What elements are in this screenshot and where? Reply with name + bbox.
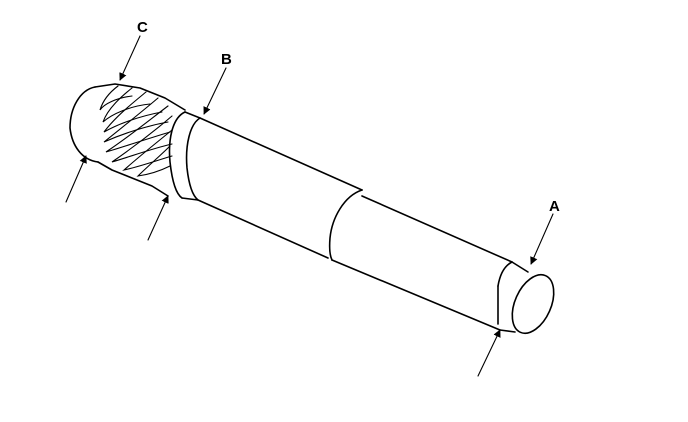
shaft-end [499, 261, 555, 335]
shaft-top-edge [199, 117, 363, 191]
label-b: B [221, 51, 232, 68]
arrow-journal [477, 329, 501, 377]
arrow-b [203, 67, 227, 115]
shaft-bottom-edge [197, 199, 329, 259]
arrow-a [530, 213, 554, 265]
label-a: A [549, 198, 560, 215]
shaft-collar [168, 111, 201, 201]
arrow-c [119, 35, 141, 81]
arrow-gear-face [65, 155, 87, 203]
gear-body-top [94, 83, 186, 111]
gear-end-face [69, 86, 99, 163]
label-c: C [137, 19, 148, 36]
shaft-step [328, 189, 363, 261]
gear-body-bottom [97, 161, 169, 197]
shaft-journal [331, 195, 513, 331]
gear-teeth [99, 85, 173, 177]
callout-arrows [65, 35, 554, 377]
arrow-gear-root [147, 195, 169, 241]
shaft-end-face [511, 273, 555, 335]
pinion-gear [69, 83, 186, 197]
main-shaft [197, 117, 363, 261]
